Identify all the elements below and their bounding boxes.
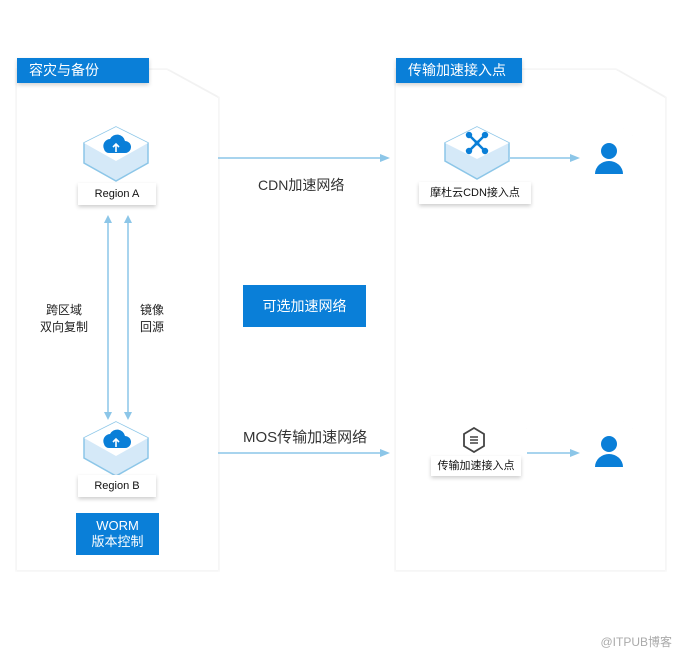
version-control-label: 版本控制	[91, 534, 144, 549]
cdn-to-user-arrow	[510, 154, 580, 162]
arrow-right-icon	[380, 449, 390, 457]
cdn-node-cube-icon	[444, 126, 510, 180]
arrow-right-icon	[570, 154, 580, 162]
arrow-down-icon	[124, 412, 132, 420]
user-card-cdn	[585, 128, 633, 192]
user-card-transfer	[585, 421, 633, 485]
cdn-network-label: CDN加速网络	[258, 177, 345, 193]
mos-network-arrow	[218, 449, 390, 457]
arrow-down-icon	[104, 412, 112, 420]
transfer-to-user-arrow	[527, 449, 580, 457]
transfer-node-label: 传输加速接入点	[431, 456, 521, 476]
replication-label-line1: 跨区域	[46, 303, 83, 317]
replication-label-line2: 双向复制	[40, 320, 89, 334]
mos-network-label: MOS传输加速网络	[243, 429, 368, 446]
replication-arrows	[104, 215, 132, 420]
mirror-label-line1: 镜像	[140, 303, 165, 317]
arrow-up-icon	[124, 215, 132, 223]
worm-version-control-box: WORM 版本控制	[76, 513, 159, 555]
region-b-label: Region B	[78, 475, 156, 497]
user-icon	[595, 436, 623, 467]
right-panel-title: 传输加速接入点	[396, 58, 522, 83]
cdn-node-label: 摩杜云CDN接入点	[419, 182, 531, 204]
left-panel-title: 容灾与备份	[17, 58, 149, 83]
replication-label: 跨区域 双向复制	[40, 302, 88, 336]
region-a-label: Region A	[78, 183, 156, 205]
arrow-right-icon	[570, 449, 580, 457]
mirror-label: 镜像 回源	[140, 302, 164, 336]
mirror-label-line2: 回源	[140, 320, 165, 334]
transfer-accel-hex-icon	[463, 427, 485, 453]
optional-network-box: 可选加速网络	[243, 285, 366, 327]
cdn-network-arrow	[218, 154, 390, 162]
region-a-cube-icon	[83, 126, 149, 182]
region-b-cube-icon	[83, 421, 149, 477]
user-icon	[595, 143, 623, 174]
arrow-right-icon	[380, 154, 390, 162]
arrow-up-icon	[104, 215, 112, 223]
watermark: @ITPUB博客	[600, 635, 672, 649]
worm-label: WORM	[96, 518, 139, 533]
